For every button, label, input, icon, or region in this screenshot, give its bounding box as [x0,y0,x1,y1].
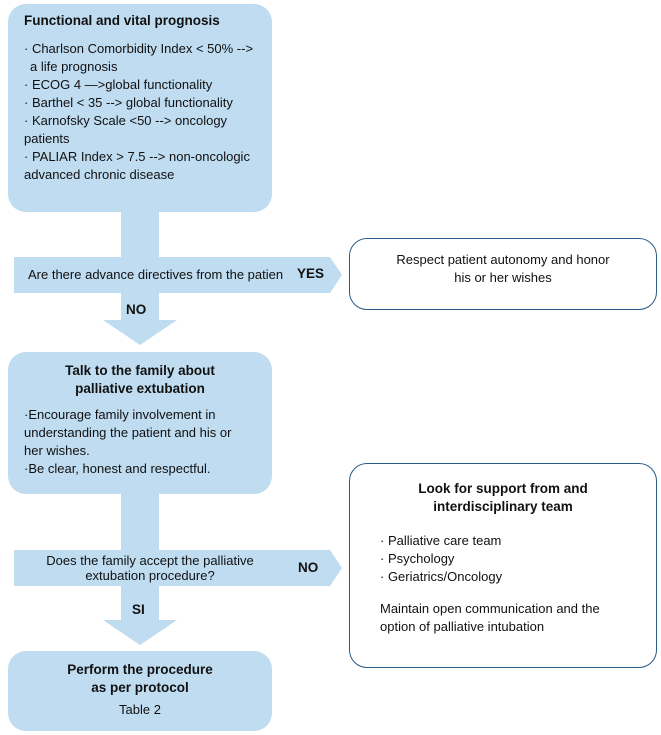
family-talk-title-line: palliative extubation [75,381,205,396]
support-item: · Palliative care team [380,533,502,548]
perform-title-line: Perform the procedure [67,662,213,677]
prognosis-list: · Charlson Comorbidity Index < 50% --> a… [24,40,256,184]
decision-2-line: Does the family accept the palliative [46,553,254,568]
prognosis-title: Functional and vital prognosis [24,13,220,28]
support-note-line: Maintain open communication and the [380,601,600,616]
family-talk-box: Talk to the family about palliative extu… [8,352,272,494]
prognosis-item: · PALIAR Index > 7.5 --> non-oncologic [24,149,250,164]
family-talk-item: understanding the patient and his or [24,425,232,440]
decision-arrow-2 [14,550,342,586]
family-talk-item: ·Encourage family involvement in [24,407,216,422]
respect-line: his or her wishes [454,270,552,285]
arrow-down-no-1 [103,293,177,345]
support-title-line: Look for support from and [418,481,588,496]
prognosis-item: · Karnofsky Scale <50 --> oncology [24,113,228,128]
decision-2-question: Does the family accept the palliative ex… [30,553,270,583]
decision-2-line: extubation procedure? [85,568,215,583]
table-reference: Table 2 [119,702,161,717]
support-item: · Geriatrics/Oncology [380,569,503,584]
support-team-box: Look for support from and interdisciplin… [349,463,657,668]
support-note-line: option of palliative intubation [380,619,545,634]
prognosis-item: a life prognosis [30,59,118,74]
respect-autonomy-box: Respect patient autonomy and honor his o… [349,238,657,310]
prognosis-item: patients [24,131,70,146]
prognosis-item: · Barthel < 35 --> global functionality [24,95,233,110]
prognosis-item: · Charlson Comorbidity Index < 50% --> [24,41,254,56]
decision-2-no-label: NO [298,560,319,575]
perform-title-line: as per protocol [91,680,189,695]
family-talk-item: ·Be clear, honest and respectful. [24,461,211,476]
prognosis-item: · ECOG 4 —>global functionality [24,77,213,92]
decision-arrow-1 [14,257,342,293]
family-talk-item: her wishes. [24,443,90,458]
respect-line: Respect patient autonomy and honor [396,252,610,267]
support-item: · Psychology [380,551,455,566]
decision-1-no-label: NO [126,302,147,317]
support-team-title: Look for support from and interdisciplin… [380,480,626,516]
decision-1-question: Are there advance directives from the pa… [28,267,284,282]
arrow-down-si [103,586,177,645]
prognosis-box: Functional and vital prognosis · Charlso… [8,4,272,212]
family-talk-title: Talk to the family about palliative extu… [24,362,256,398]
decision-2-si-label: SI [132,602,145,617]
decision-1-yes-label: YES [297,266,325,281]
arrow-shaft-2 [121,492,159,550]
family-talk-title-line: Talk to the family about [65,363,215,378]
perform-procedure-box: Perform the procedure as per protocol Ta… [8,651,272,731]
prognosis-item: advanced chronic disease [24,167,175,182]
arrow-shaft-1 [121,210,159,262]
support-title-line: interdisciplinary team [433,499,573,514]
